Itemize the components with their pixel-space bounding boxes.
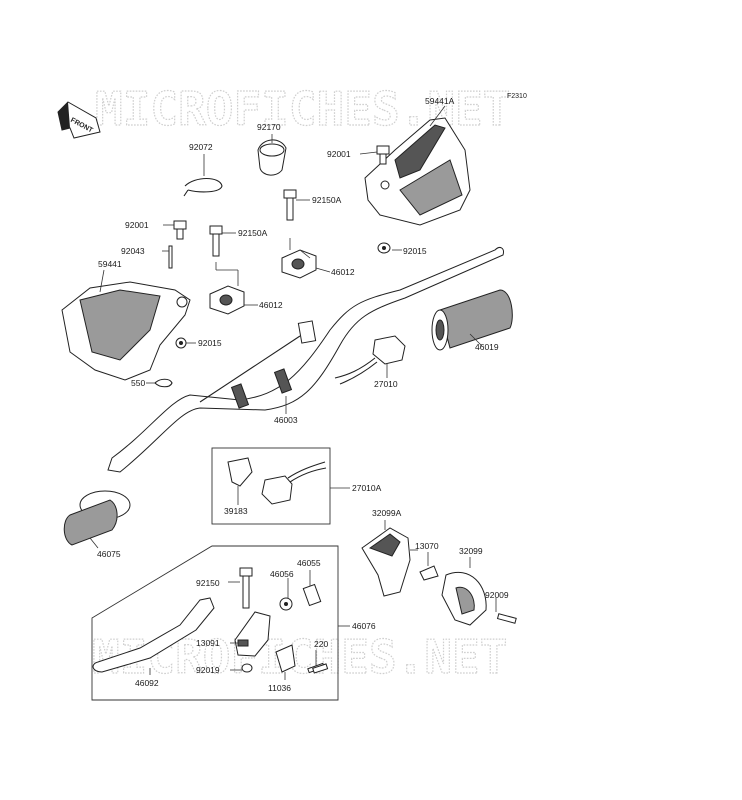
label-32099A: 32099A [372,508,402,518]
housing-32099 [441,572,487,626]
label-46075: 46075 [97,549,121,559]
label-59441: 59441 [98,259,122,269]
leader-lines [89,105,497,680]
label-46092: 46092 [135,678,159,688]
label-46056: 46056 [270,569,294,579]
switch-27010A [261,461,327,505]
label-92170: 92170 [257,122,281,132]
label-92150A-left: 92150A [238,228,268,238]
label-32099: 32099 [459,546,483,556]
hand-guard-right [364,117,471,226]
label-92001-top: 92001 [327,149,351,159]
label-27010A: 27010A [352,483,382,493]
label-11036: 11036 [268,683,291,693]
clutch-lever [92,597,215,673]
label-46003: 46003 [274,415,298,425]
pin-92043 [168,245,173,269]
label-92015-left: 92015 [198,338,222,348]
part-labels: 59441A 92001 92015 92170 92072 92150A 46… [97,96,509,693]
pin-550 [154,378,173,388]
nut-92015-top [377,242,391,254]
grip-right [431,289,513,351]
label-92150A-right: 92150A [312,195,342,205]
housing-32099A [361,527,411,597]
handlebar [107,247,504,473]
label-59441A: 59441A [425,96,455,106]
holder-46012-right [281,249,317,279]
part-46056 [279,597,293,611]
label-92072: 92072 [189,142,213,152]
part-13070 [419,565,439,581]
nut-92019 [241,663,253,673]
label-220: 220 [314,639,328,649]
label-550: 550 [131,378,145,388]
label-92009: 92009 [485,590,509,600]
label-46076: 46076 [352,621,376,631]
bolt-92150A-left [209,225,223,257]
label-46019: 46019 [475,342,499,352]
bolt-92150 [239,567,253,609]
watermark-bottom: MICROFICHES.NET [92,630,507,684]
clamp-39183 [227,457,253,487]
label-92043: 92043 [121,246,145,256]
clamp-92170 [257,139,287,176]
label-92001-left: 92001 [125,220,149,230]
figure-ref: F2310 [507,93,527,100]
switch-27010 [334,335,406,385]
bolt-92001-left [173,220,187,240]
label-92019: 92019 [196,665,220,675]
part-11036 [275,644,329,674]
box-27010A [211,447,331,525]
holder-46012-left [209,285,245,315]
label-46055: 46055 [297,558,321,568]
part-13091 [237,639,249,647]
grip-left [63,490,131,546]
box-46076 [91,545,339,701]
label-27010: 27010 [374,379,398,389]
label-13091: 13091 [196,638,220,648]
label-92150: 92150 [196,578,220,588]
label-46012-right: 46012 [331,267,355,277]
screw-92009 [496,613,517,624]
hand-guard-left [61,281,191,381]
label-46012-left: 46012 [259,300,283,310]
front-arrow-icon: FRONT [57,101,101,139]
label-13070: 13070 [415,541,439,551]
nut-92015-left [175,337,187,349]
label-39183: 39183 [224,506,248,516]
label-92015-top: 92015 [403,246,427,256]
part-46055 [302,583,322,607]
band-92072 [183,177,223,197]
bolt-92001-top [376,145,390,165]
bolt-92150A-right [283,189,297,221]
